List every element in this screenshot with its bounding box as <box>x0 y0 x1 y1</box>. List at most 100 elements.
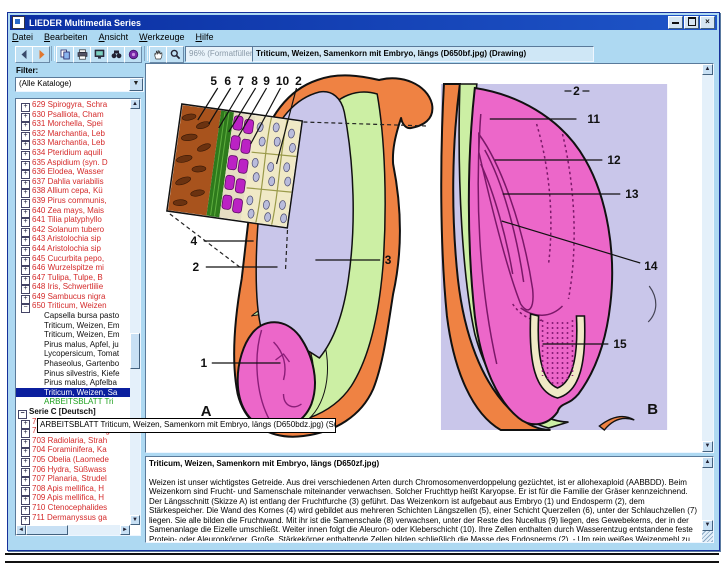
list-item[interactable]: +710 Ctenocephalides <box>16 503 130 515</box>
image-vscrollbar[interactable]: ▲ ▼ <box>702 64 713 452</box>
list-item[interactable]: +703 Radiolaria, Strah <box>16 436 130 448</box>
expand-icon[interactable]: + <box>21 150 30 160</box>
list-item[interactable]: +634 Pteridium aquili <box>16 148 130 160</box>
scroll-right-icon[interactable]: ► <box>120 525 130 535</box>
menu-werkzeuge[interactable]: Werkzeuge <box>139 32 185 42</box>
list-item[interactable]: Triticum, Weizen, Em <box>16 330 130 340</box>
expand-icon[interactable]: + <box>21 457 30 467</box>
list-item[interactable]: +649 Sambucus nigra <box>16 292 130 304</box>
list-item[interactable]: Phaseolus, Gartenbo <box>16 359 130 369</box>
list-item[interactable]: +644 Aristolochia sip <box>16 244 130 256</box>
copy-button[interactable] <box>56 46 74 63</box>
scroll-down-icon[interactable]: ▼ <box>130 515 140 525</box>
monitor-button[interactable] <box>90 46 108 63</box>
list-item[interactable]: Lycopersicum, Tomat <box>16 349 130 359</box>
list-item[interactable]: +643 Aristolochia sip <box>16 234 130 247</box>
forward-button[interactable] <box>32 46 50 63</box>
menu-ansicht[interactable]: Ansicht <box>98 32 129 42</box>
scroll-up-icon[interactable]: ▲ <box>702 457 713 468</box>
menu-datei[interactable]: Datei <box>12 32 34 42</box>
list-item[interactable]: Pirus malus, Apfelba <box>16 378 130 388</box>
list-item[interactable]: +646 Wurzelspitze mi <box>16 263 130 276</box>
scroll-down-icon[interactable]: ▼ <box>702 520 713 531</box>
expand-icon[interactable]: + <box>21 505 30 515</box>
list-item[interactable]: +642 Solanum tubero <box>16 225 130 237</box>
expand-icon[interactable]: + <box>21 227 30 237</box>
expand-icon[interactable]: + <box>21 122 30 132</box>
list-hscrollbar[interactable]: ◄ ► <box>16 525 130 535</box>
expand-icon[interactable]: + <box>21 131 30 141</box>
list-vscroll-thumb[interactable] <box>130 333 140 370</box>
list-hscroll-thumb[interactable] <box>26 525 68 535</box>
list-item[interactable]: −Serie C [Deutsch] <box>16 407 130 419</box>
expand-icon[interactable]: + <box>21 103 30 112</box>
close-button[interactable]: × <box>700 16 715 29</box>
scroll-up-icon[interactable]: ▲ <box>702 64 713 75</box>
minimize-button[interactable] <box>668 16 683 29</box>
menu-bearbeiten[interactable]: Bearbeiten <box>44 32 88 42</box>
list-item[interactable]: Triticum, Weizen, Em <box>16 321 130 331</box>
list-item[interactable]: +707 Planaria, Strudel <box>16 474 130 487</box>
expand-icon[interactable]: + <box>21 477 30 487</box>
list-item[interactable]: Pinus silvestris, Kiefe <box>16 369 130 379</box>
expand-icon[interactable]: + <box>21 515 30 525</box>
list-item[interactable]: +706 Hydra, Süßwass <box>16 465 130 477</box>
list-item[interactable]: +647 Tulipa, Tulpe, B <box>16 273 130 285</box>
expand-icon[interactable]: + <box>21 160 30 170</box>
list-vscrollbar[interactable]: ▲ ▼ <box>130 99 140 525</box>
list-item[interactable]: Triticum, Weizen, Sa <box>16 387 130 398</box>
list-item[interactable]: +704 Foraminifera, Ka <box>16 445 130 458</box>
list-item[interactable]: +711 Dermanyssus ga <box>16 513 130 525</box>
expand-icon[interactable]: + <box>21 294 30 304</box>
filter-dropdown[interactable]: (Alle Kataloge) ▼ <box>15 77 144 92</box>
expand-icon[interactable]: + <box>21 179 30 189</box>
expand-icon[interactable]: + <box>21 141 30 151</box>
list-item[interactable]: −650 Triticum, Weizen <box>16 301 130 314</box>
expand-icon[interactable]: + <box>21 218 30 228</box>
expand-icon[interactable]: + <box>21 256 30 266</box>
zoom-level-field[interactable]: 96% (Formatfüllend) <box>185 46 255 62</box>
list-item[interactable]: +648 Iris, Schwertlilie <box>16 282 130 295</box>
zoom-button[interactable] <box>166 46 184 63</box>
collapse-icon[interactable]: − <box>18 410 27 419</box>
expand-icon[interactable]: + <box>21 266 30 276</box>
print-button[interactable] <box>73 46 91 63</box>
maximize-button[interactable] <box>684 16 699 29</box>
list-item[interactable]: +632 Marchantia, Leb <box>16 129 130 141</box>
title-bar[interactable]: LIEDER Multimedia Series × <box>10 15 717 30</box>
list-item[interactable]: +645 Cucurbita pepo, <box>16 254 130 266</box>
expand-icon[interactable]: + <box>21 237 30 247</box>
list-item[interactable]: +709 Apis mellifica, H <box>16 493 130 506</box>
list-item[interactable]: ARBEITSBLATT Tri <box>16 397 130 407</box>
list-item[interactable]: Capsella bursa pasto <box>16 311 130 321</box>
menu-hilfe[interactable]: Hilfe <box>195 32 214 42</box>
search-button[interactable] <box>107 46 125 63</box>
back-button[interactable] <box>15 46 33 63</box>
expand-icon[interactable]: + <box>21 467 30 477</box>
list-item[interactable]: +633 Marchantia, Leb <box>16 138 130 151</box>
chevron-down-icon[interactable]: ▼ <box>129 78 143 91</box>
resize-grip[interactable] <box>702 531 713 542</box>
expand-icon[interactable]: + <box>21 246 30 256</box>
expand-icon[interactable]: + <box>21 419 30 429</box>
media-button[interactable] <box>124 46 142 63</box>
expand-icon[interactable]: + <box>21 189 30 199</box>
expand-icon[interactable]: + <box>21 285 30 295</box>
expand-icon[interactable]: + <box>21 486 30 496</box>
list-item[interactable]: +638 Allium cepa, Kü <box>16 186 130 199</box>
list-item[interactable]: +630 Psalliota, Cham <box>16 110 130 122</box>
expand-icon[interactable]: + <box>21 438 30 448</box>
list-item[interactable]: +708 Apis mellifica, H <box>16 484 130 496</box>
expand-icon[interactable]: + <box>21 170 30 180</box>
collapse-icon[interactable]: − <box>21 304 30 314</box>
pan-button[interactable] <box>149 46 167 63</box>
list-item[interactable]: +639 Pirus communis, <box>16 196 130 208</box>
expand-icon[interactable]: + <box>21 448 30 458</box>
list-item[interactable]: +637 Dahlia variabilis <box>16 177 130 189</box>
expand-icon[interactable]: + <box>21 208 30 218</box>
expand-icon[interactable]: + <box>21 429 30 439</box>
scroll-up-icon[interactable]: ▲ <box>130 99 140 109</box>
scroll-left-icon[interactable]: ◄ <box>16 525 26 535</box>
list-item[interactable]: +640 Zea mays, Mais <box>16 206 130 218</box>
description-vscrollbar[interactable]: ▲ ▼ <box>702 457 713 531</box>
